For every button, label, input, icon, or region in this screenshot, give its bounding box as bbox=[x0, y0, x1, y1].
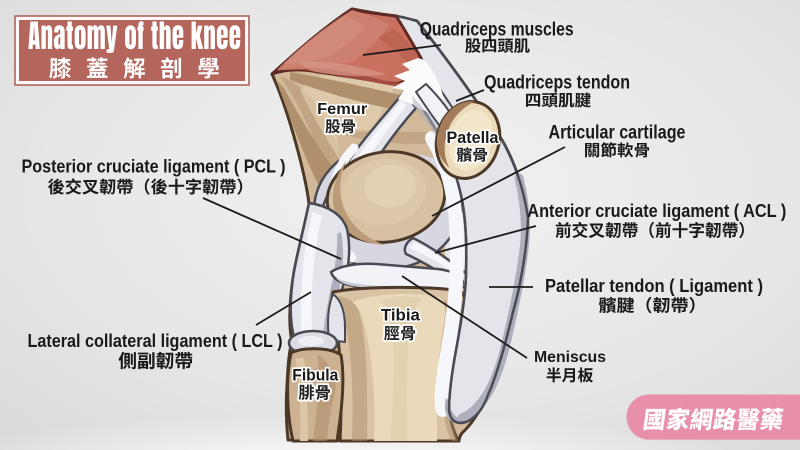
svg-text:Quadriceps tendon: Quadriceps tendon bbox=[484, 73, 630, 94]
svg-text:Articular cartilage: Articular cartilage bbox=[549, 123, 686, 144]
svg-text:Anterior cruciate ligament ( A: Anterior cruciate ligament ( ACL ) bbox=[527, 201, 786, 221]
svg-text:Fibula: Fibula bbox=[292, 366, 338, 385]
svg-text:Lateral collateral ligament (: Lateral collateral ligament ( LCL ) bbox=[28, 330, 283, 351]
svg-text:Quadriceps muscles: Quadriceps muscles bbox=[420, 20, 574, 41]
svg-text:Patella: Patella bbox=[447, 129, 500, 147]
svg-text:Femur: Femur bbox=[317, 101, 367, 118]
svg-text:Patellar tendon ( Ligament ): Patellar tendon ( Ligament ) bbox=[545, 276, 763, 296]
svg-text:Tibia: Tibia bbox=[381, 306, 421, 325]
svg-text:Meniscus: Meniscus bbox=[534, 349, 606, 366]
svg-text:Posterior cruciate ligament (: Posterior cruciate ligament ( PCL ) bbox=[22, 156, 286, 177]
